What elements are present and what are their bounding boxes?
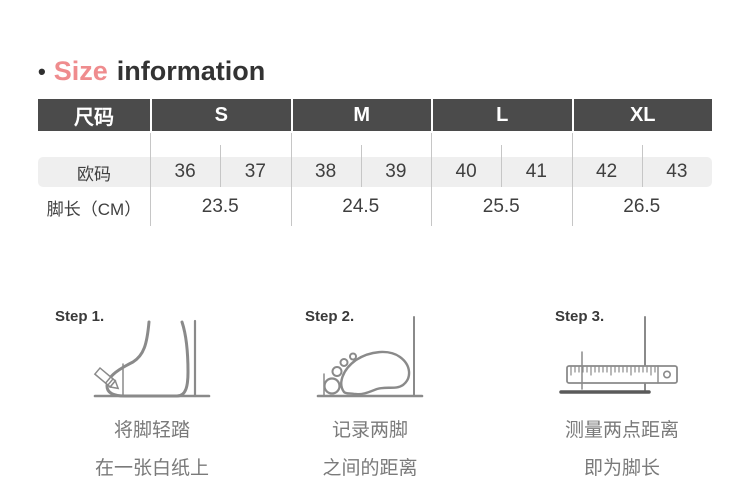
step-2-label: Step 2. — [305, 308, 355, 325]
title-text: information — [116, 56, 266, 86]
foot-length-value: 25.5 — [482, 196, 520, 217]
size-table: 尺码 S M L XL 欧码 36 37 38 39 40 41 42 43 脚… — [38, 99, 712, 227]
eu-size-value: 42 — [596, 161, 618, 182]
step-1: Step 1. 将脚轻 — [0, 306, 250, 496]
sub-column-divider — [641, 145, 643, 187]
step-1-caption: 将脚轻踏 在一张白纸上 — [95, 412, 209, 488]
caption-line: 之间的距离 — [322, 458, 418, 479]
ruler-icon — [557, 316, 687, 404]
eu-size-value: 41 — [525, 161, 547, 182]
step-2-caption: 记录两脚 之间的距离 — [322, 412, 417, 488]
size-table-header: 尺码 S M L XL — [38, 99, 712, 131]
size-table-body: 欧码 36 37 38 39 40 41 42 43 脚长（CM） 23.5 2… — [38, 131, 712, 227]
eu-size-value: 38 — [315, 161, 337, 182]
title-highlight: Size — [53, 56, 108, 86]
sub-column-divider — [360, 145, 362, 187]
column-divider — [431, 133, 432, 226]
step-1-label: Step 1. — [55, 308, 105, 325]
column-divider — [571, 133, 573, 226]
column-divider — [290, 133, 292, 226]
step-3-label: Step 3. — [555, 308, 605, 325]
measurement-steps: Step 1. 将脚轻 — [0, 306, 750, 496]
foot-length-label: 脚长（CM） — [46, 199, 142, 219]
eu-size-value: 40 — [455, 161, 477, 182]
foot-length-row: 脚长（CM） 23.5 24.5 25.5 26.5 — [38, 187, 712, 227]
header-size-label: 尺码 — [74, 106, 114, 129]
column-divider — [150, 133, 151, 226]
caption-line: 即为脚长 — [583, 458, 660, 479]
caption-line: 记录两脚 — [331, 420, 408, 441]
eu-size-value: 36 — [174, 161, 196, 182]
step-3-caption: 测量两点距离 即为脚长 — [565, 412, 679, 488]
eu-size-value: 37 — [244, 161, 266, 182]
footprint-icon — [310, 316, 430, 404]
foot-length-value: 26.5 — [623, 196, 661, 217]
caption-line: 测量两点距离 — [564, 420, 679, 441]
caption-line: 将脚轻踏 — [113, 420, 190, 441]
eu-size-value: 43 — [666, 161, 688, 182]
page-title: • Size information — [38, 56, 265, 87]
title-bullet: • — [38, 58, 46, 84]
step-2: Step 2. 记录两脚 之间的距离 — [250, 306, 500, 496]
sub-column-divider — [501, 145, 502, 187]
eu-size-row: 欧码 36 37 38 39 40 41 42 43 — [38, 157, 712, 187]
table-gap — [38, 131, 712, 157]
foot-length-value: 23.5 — [201, 196, 239, 217]
header-size-m: M — [290, 99, 432, 131]
header-size-s: S — [150, 99, 291, 131]
eu-row-label: 欧码 — [77, 164, 111, 184]
eu-size-value: 39 — [385, 161, 407, 182]
foot-side-pencil-icon — [92, 316, 212, 404]
foot-length-value: 24.5 — [342, 196, 380, 217]
header-size-xl: XL — [571, 99, 713, 131]
header-size-l: L — [431, 99, 572, 131]
sub-column-divider — [220, 145, 221, 187]
step-3: Step 3. 测量两点距离 即为脚长 — [500, 306, 750, 496]
caption-line: 在一张白纸上 — [94, 458, 209, 479]
